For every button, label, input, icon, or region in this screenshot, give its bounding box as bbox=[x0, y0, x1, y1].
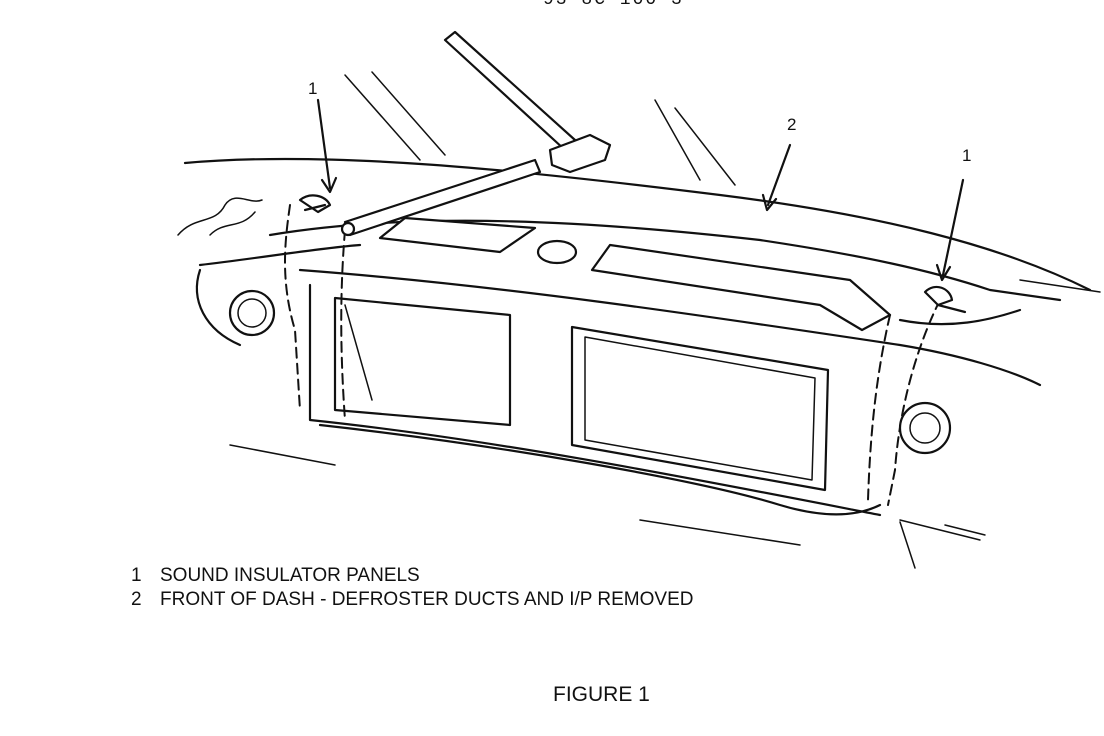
callout-2: 2 bbox=[787, 115, 797, 134]
hammer-head bbox=[548, 133, 612, 174]
right-floor-line bbox=[899, 521, 916, 569]
insulator-panel-left-dashed-2 bbox=[340, 229, 346, 421]
windshield-right-edge bbox=[1019, 279, 1101, 293]
insulator-panel-right-dashed-2 bbox=[867, 314, 891, 501]
insulator-clip-left bbox=[298, 194, 332, 214]
dash-cutout-right bbox=[570, 325, 830, 492]
right-side-wall bbox=[898, 308, 1022, 326]
defroster-opening-right bbox=[590, 243, 892, 332]
prybar-tip bbox=[340, 221, 356, 237]
insulator-clip-right bbox=[923, 285, 954, 307]
left-kick-panel-line bbox=[229, 444, 336, 466]
speaker-hole-left-inner bbox=[237, 298, 267, 328]
dash-panel-bottom-curve bbox=[318, 423, 882, 516]
legend-item: 1 SOUND INSULATOR PANELS bbox=[131, 564, 693, 588]
dash-front-edge bbox=[198, 243, 362, 267]
windshield-glare-line bbox=[371, 71, 446, 156]
figure-caption: FIGURE 1 bbox=[553, 683, 650, 706]
legend-number: 1 bbox=[131, 565, 142, 586]
callout-1-left: 1 bbox=[308, 79, 318, 98]
insulator-panel-right-dashed bbox=[887, 299, 941, 506]
dash-panel-outline bbox=[298, 268, 1042, 387]
legend-text: SOUND INSULATOR PANELS bbox=[160, 565, 420, 586]
hammer-handle bbox=[443, 30, 577, 152]
callout-2-leader bbox=[766, 143, 792, 207]
dash-cutout-left bbox=[333, 296, 512, 427]
legend: 1 SOUND INSULATOR PANELS 2 FRONT OF DASH… bbox=[131, 564, 693, 612]
floor-line bbox=[639, 519, 801, 546]
windshield-glare-line bbox=[674, 107, 736, 186]
dash-round-hole bbox=[536, 239, 578, 265]
speaker-hole-right bbox=[898, 401, 952, 455]
callout-left-leader bbox=[316, 98, 332, 190]
speaker-hole-right-inner bbox=[909, 412, 941, 444]
floor-line-right bbox=[944, 524, 986, 536]
windshield-lower-edge bbox=[183, 157, 1092, 292]
legend-item: 2 FRONT OF DASH - DEFROSTER DUCTS AND I/… bbox=[131, 588, 693, 612]
left-side-wall bbox=[195, 268, 242, 347]
right-kick-panel-line bbox=[899, 519, 981, 541]
legend-text: FRONT OF DASH - DEFROSTER DUCTS AND I/P … bbox=[160, 589, 694, 610]
clip-right-motion-arrow bbox=[936, 303, 967, 314]
windshield-glare-line bbox=[654, 99, 701, 181]
callout-1-right: 1 bbox=[962, 146, 972, 165]
cutout-left-inner bbox=[344, 304, 373, 401]
defroster-opening-left bbox=[378, 216, 537, 254]
wire-harness-left-2 bbox=[209, 211, 256, 236]
clip-left-motion-arrow bbox=[303, 203, 327, 212]
wire-harness-left bbox=[177, 197, 263, 236]
cutout-right-inner bbox=[584, 336, 816, 481]
callout-right-leader bbox=[941, 178, 965, 277]
reference-code: 93-8C-100-3 bbox=[543, 0, 684, 10]
callout-2-arrowhead bbox=[761, 193, 778, 212]
callout-right-arrowhead bbox=[935, 263, 952, 282]
callout-left-arrowhead bbox=[320, 176, 338, 194]
speaker-hole-left bbox=[228, 289, 276, 337]
legend-number: 2 bbox=[131, 589, 142, 610]
insulator-panel-left-dashed bbox=[284, 204, 301, 411]
dash-panel-lower bbox=[308, 283, 882, 517]
windshield-glare-line bbox=[344, 74, 421, 161]
